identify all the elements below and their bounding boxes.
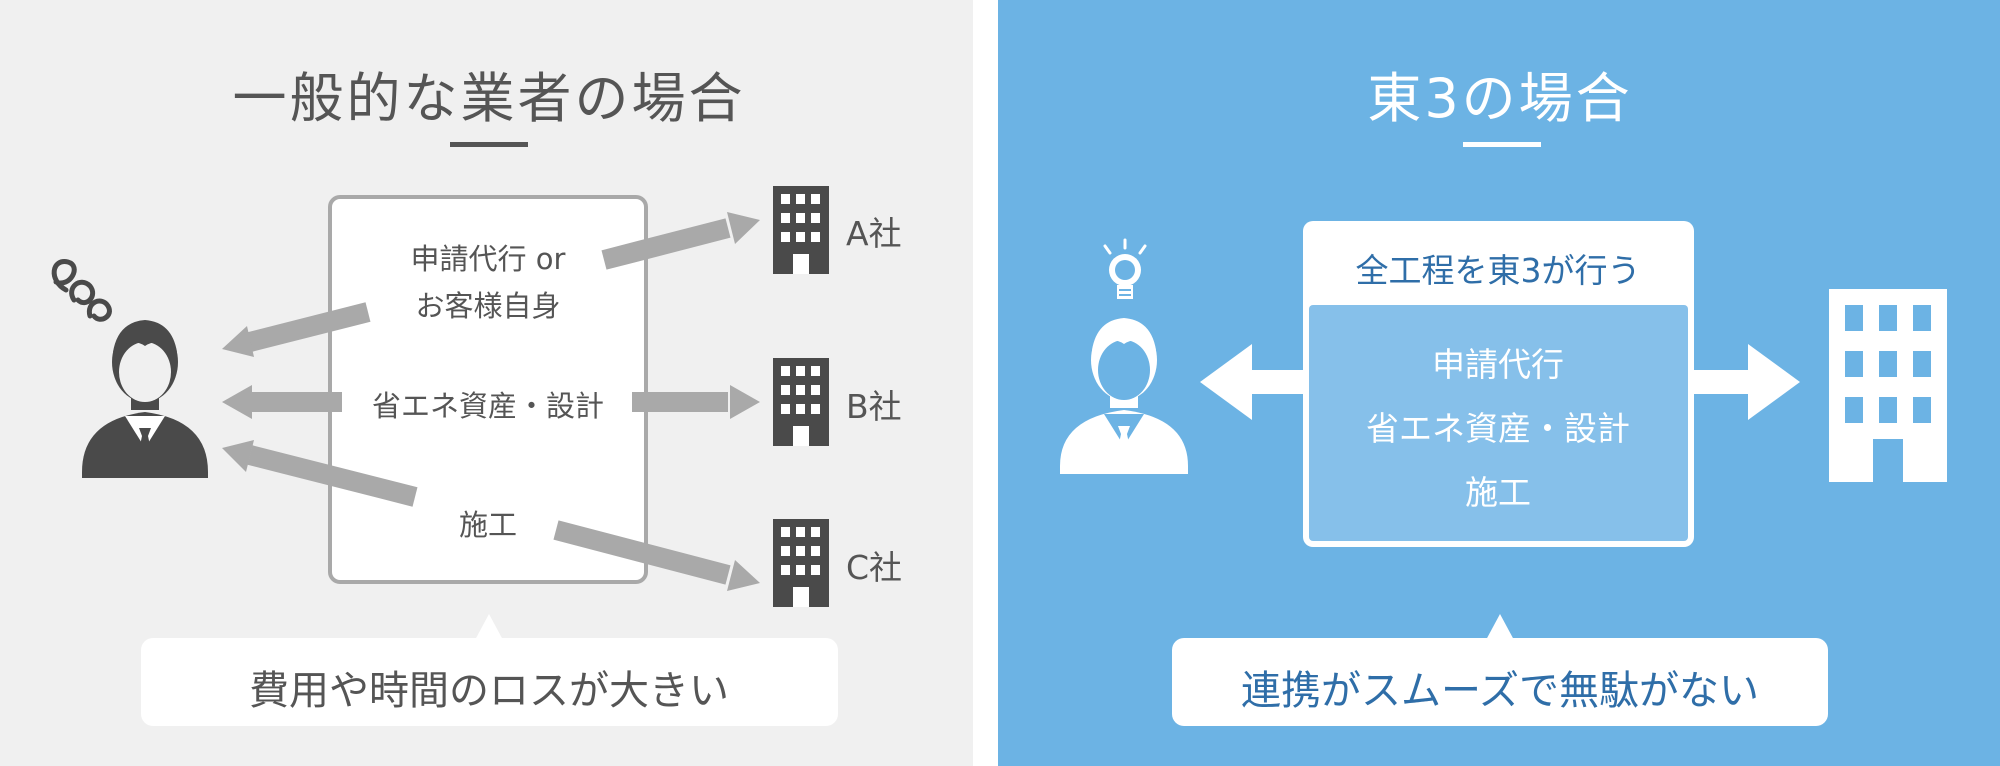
arrow-box-to-person-1 bbox=[222, 302, 371, 357]
company-label-b: B社 bbox=[846, 387, 902, 426]
right-box-item2: 省エネ資産・設計 bbox=[1366, 409, 1630, 448]
left-callout-bubble bbox=[141, 614, 838, 726]
right-box-item1: 申請代行 bbox=[1432, 345, 1564, 384]
company-label-a: A社 bbox=[846, 214, 902, 253]
confused-person-icon bbox=[82, 320, 208, 478]
arrow-box-to-company-a bbox=[601, 212, 760, 270]
building-icon-right bbox=[1829, 289, 1947, 482]
right-process-box bbox=[1303, 221, 1694, 547]
left-title-underline bbox=[450, 142, 528, 147]
arrow-box-to-person-3 bbox=[222, 440, 418, 507]
person-icon-right bbox=[1060, 318, 1188, 474]
left-box-item1-line2: お客様自身 bbox=[415, 289, 561, 323]
arrow-box-to-company-c bbox=[553, 520, 760, 591]
left-title: 一般的な業者の場合 bbox=[232, 67, 746, 130]
right-title-underline bbox=[1463, 142, 1541, 147]
confusion-swirl-icon bbox=[51, 259, 112, 322]
left-callout-text: 費用や時間のロスが大きい bbox=[249, 668, 729, 714]
building-icon-b bbox=[773, 358, 829, 446]
building-icon-c bbox=[773, 519, 829, 607]
right-callout-bubble bbox=[1172, 614, 1828, 726]
building-icon-a bbox=[773, 186, 829, 274]
right-title: 東3の場合 bbox=[1367, 67, 1633, 130]
left-box-item3: 施工 bbox=[458, 508, 518, 542]
left-box-item2: 省エネ資産・設計 bbox=[365, 383, 611, 425]
right-box-header: 全工程を東3が行う bbox=[1355, 251, 1641, 290]
arrow-box-to-building-right bbox=[1694, 344, 1800, 420]
right-callout-text: 連携がスムーズで無駄がない bbox=[1241, 668, 1759, 714]
right-box-item3: 施工 bbox=[1465, 473, 1531, 512]
lightbulb-icon bbox=[1103, 238, 1147, 299]
arrow-box-to-company-b bbox=[632, 385, 760, 419]
left-box-item1-line1: 申請代行 or bbox=[410, 242, 566, 276]
arrow-box-to-person-2 bbox=[222, 385, 342, 419]
company-label-c: C社 bbox=[846, 548, 903, 587]
arrow-box-to-person-right bbox=[1200, 344, 1304, 420]
